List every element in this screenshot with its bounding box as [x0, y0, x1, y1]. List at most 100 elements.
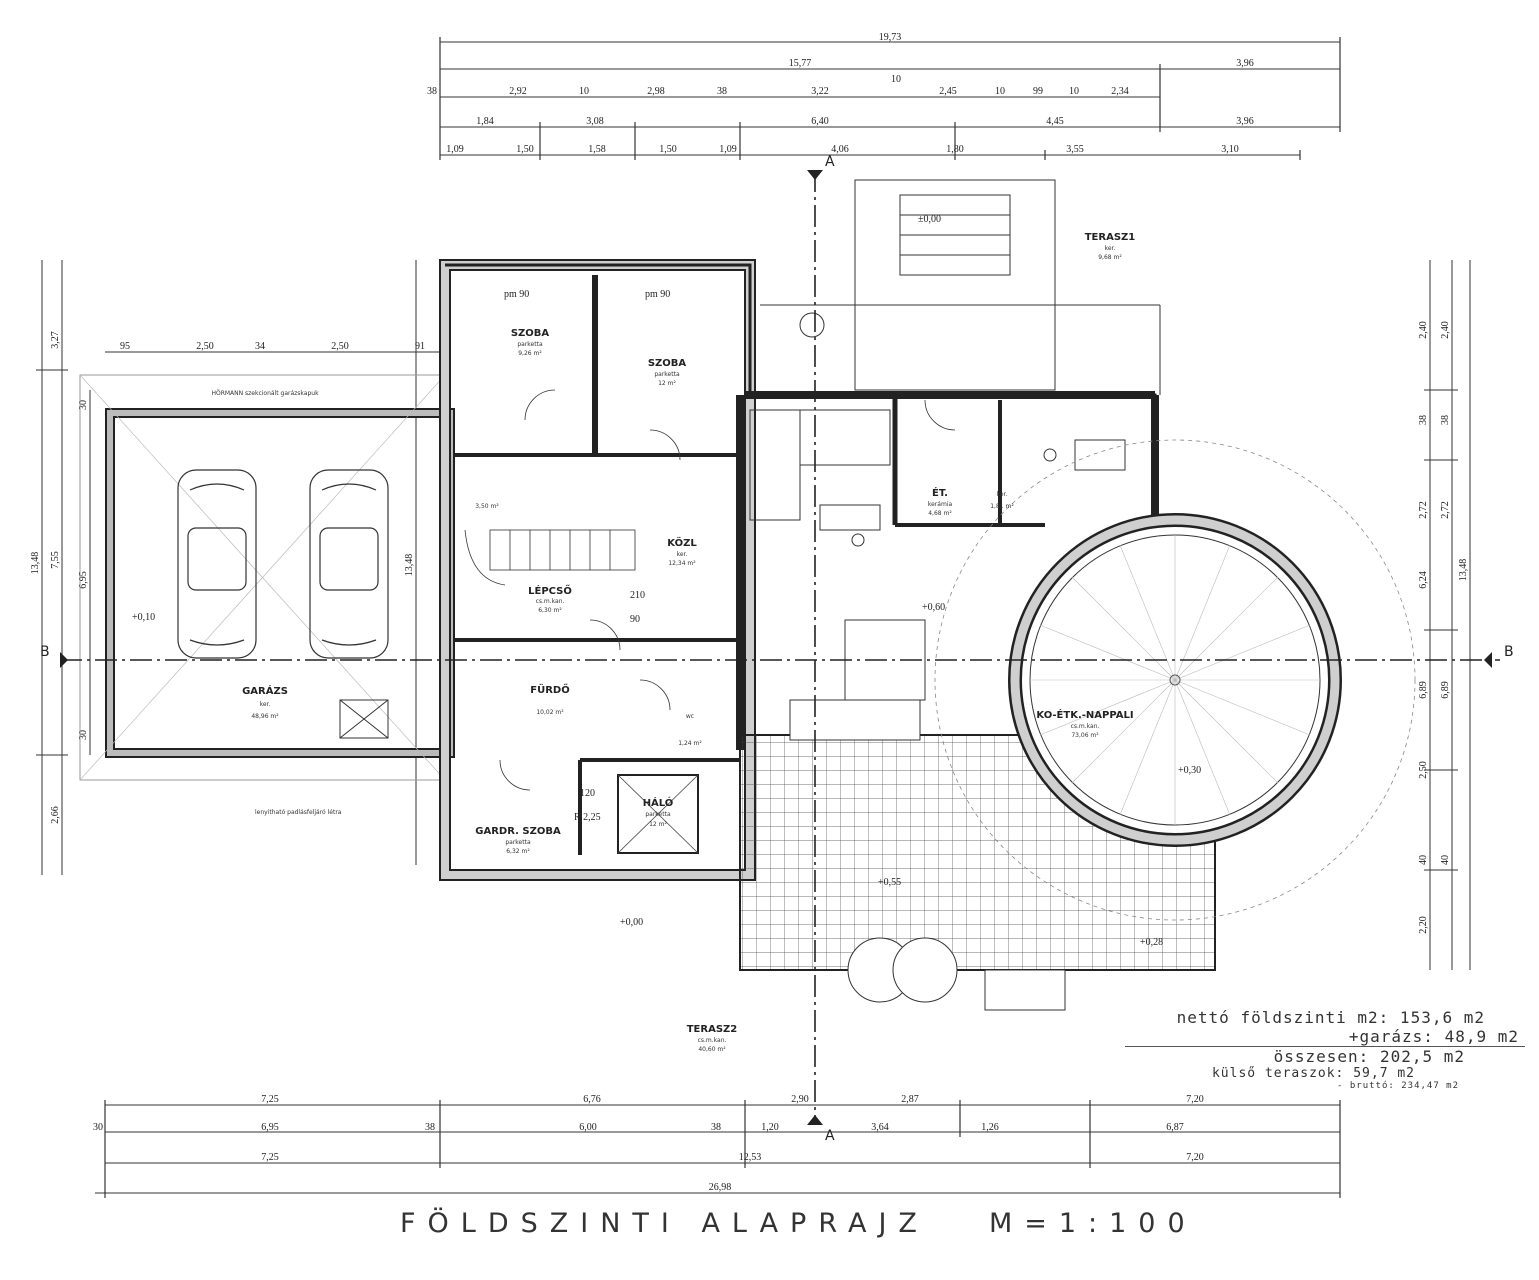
dim-bottom: 38	[425, 1122, 435, 1133]
room-floor: cs.m.kan.	[1071, 723, 1100, 730]
dim-right: 6,89	[1418, 681, 1429, 699]
summary-garage: +garázs: 48,9 m2	[1125, 1027, 1525, 1047]
dim-left-total: 13,48	[30, 552, 41, 575]
dimension-texts-top: 19,73 15,77 3,96 38 2,92 10 2,98 38 3,22…	[427, 32, 1254, 155]
dim-top: 10	[891, 74, 901, 85]
room-label: ÉT.	[932, 486, 948, 499]
dimension-lines-top	[439, 37, 1341, 160]
room-area: 3,50 m²	[475, 503, 499, 510]
dim-top: 1,50	[516, 144, 534, 155]
drawing-title-text: FÖLDSZINTI ALAPRAJZ	[400, 1208, 929, 1239]
dim-right: 2,72	[1418, 501, 1429, 519]
level-marks: ±0,00 +0,10 +0,60 +0,30 +0,55 +0,28 +0,0…	[132, 214, 1201, 948]
attic-ladder-note: lenyitható padlásfeljáró létra	[255, 809, 342, 816]
dim-top: 10	[1069, 86, 1079, 97]
dim-top: 10	[995, 86, 1005, 97]
room-label: FÜRDŐ	[530, 682, 569, 696]
dim-interior: pm 90	[645, 289, 670, 300]
room-floor: parketta	[654, 371, 680, 378]
dim-interior: pm 90	[504, 289, 529, 300]
dim-interior: 120	[580, 788, 595, 799]
room-label: GARDR. SZOBA	[475, 826, 561, 837]
dimension-texts-bottom: 7,25 6,76 2,90 2,87 7,20 30 6,95 38 6,00…	[93, 1094, 1204, 1193]
room-floor: parketta	[645, 811, 671, 818]
room-floor: ker.	[677, 551, 688, 558]
room-label: KÖZL	[667, 535, 697, 549]
dim-garage: 95	[120, 341, 130, 352]
dim-top: 15,77	[789, 58, 812, 69]
room-area: 10,02 m²	[536, 709, 564, 716]
axis-label-b-right: B	[1504, 644, 1514, 660]
dim-bottom: 6,95	[261, 1122, 279, 1133]
room-area: 12,34 m²	[668, 560, 696, 567]
dim-bottom: 1,20	[761, 1122, 779, 1133]
dim-bottom: 38	[711, 1122, 721, 1133]
dim-top: 1,09	[446, 144, 464, 155]
room-label: LÉPCSŐ	[528, 583, 572, 597]
axis-markers: B B A A	[40, 154, 1514, 1144]
dim-right: 2,40	[1418, 321, 1429, 339]
dim-top: 3,96	[1236, 58, 1254, 69]
dim-right: 40	[1418, 855, 1429, 865]
round-living-room	[934, 439, 1416, 921]
room-floor: ker.	[997, 491, 1008, 498]
dim-garage: 2,50	[196, 341, 214, 352]
dim-right: 38	[1418, 415, 1429, 425]
dim-right: 6,24	[1418, 571, 1429, 589]
drawing-scale: M=1:100	[988, 1208, 1197, 1239]
dim-interior: 210	[630, 590, 645, 601]
dim-top: 99	[1033, 86, 1043, 97]
room-floor: ker.	[260, 701, 271, 708]
dim-garage: 91	[415, 341, 425, 352]
dim-top: 38	[427, 86, 437, 97]
dim-right: 2,40	[1440, 321, 1451, 339]
room-area: 1,81 m²	[990, 503, 1014, 510]
axis-label-b-left: B	[40, 644, 50, 660]
garage-dimensions: 95 2,50 34 2,50 91	[105, 341, 440, 353]
level-mark: +0,28	[1140, 937, 1163, 948]
room-labels: SZOBA parketta 9,26 m² SZOBA parketta 12…	[242, 232, 1135, 1053]
section-axes	[60, 170, 1500, 1125]
dim-bottom: 7,25	[261, 1094, 279, 1105]
summary-terraces: külső teraszok: 59,7 m2	[1211, 1066, 1415, 1081]
room-floor: cs.m.kan.	[698, 1037, 727, 1044]
dim-top: 3,22	[811, 86, 829, 97]
axis-label-a-top: A	[825, 154, 835, 170]
dim-interior: 90	[630, 614, 640, 625]
garage: HÖRMANN szekcionált garázskapuk lenyitha…	[79, 374, 455, 816]
summary-gross: - bruttó: 234,47 m2	[1337, 1081, 1459, 1091]
dim-top: 3,96	[1236, 116, 1254, 127]
dim-bottom: 6,76	[583, 1094, 601, 1105]
dim-right: 2,72	[1440, 501, 1451, 519]
dim-bottom: 6,00	[579, 1122, 597, 1133]
staircase	[464, 529, 636, 586]
dim-bottom: 2,90	[791, 1094, 809, 1105]
room-area: 40,60 m²	[698, 1046, 726, 1053]
dim-top: 1,50	[659, 144, 677, 155]
dim-top: 2,98	[647, 86, 665, 97]
dim-bottom: 7,20	[1186, 1094, 1204, 1105]
kitchen-counters	[749, 409, 1126, 547]
car-left	[177, 469, 257, 659]
dim-top: 3,10	[1221, 144, 1239, 155]
level-mark: +0,55	[878, 877, 901, 888]
room-area: 12 m²	[658, 380, 676, 387]
dim-top: 10	[579, 86, 589, 97]
dim-left: 3,27	[50, 331, 61, 349]
room-label: SZOBA	[511, 328, 550, 339]
dim-top: 4,45	[1046, 116, 1064, 127]
room-label: GARÁZS	[242, 684, 288, 697]
dim-top: 38	[717, 86, 727, 97]
dim-bottom: 12,53	[739, 1152, 762, 1163]
dim-right-total: 13,48	[1458, 559, 1469, 582]
dim-bottom: 1,26	[981, 1122, 999, 1133]
dim-right: 6,89	[1440, 681, 1451, 699]
dim-top: 3,55	[1066, 144, 1084, 155]
level-mark: +0,30	[1178, 765, 1201, 776]
car-right	[309, 469, 389, 659]
dim-top: 4,06	[831, 144, 849, 155]
dim-top: 6,40	[811, 116, 829, 127]
interior-dimensions: pm 90 pm 90 210 90 120 R 2,25	[504, 289, 670, 823]
room-floor: kerámia	[928, 501, 953, 508]
